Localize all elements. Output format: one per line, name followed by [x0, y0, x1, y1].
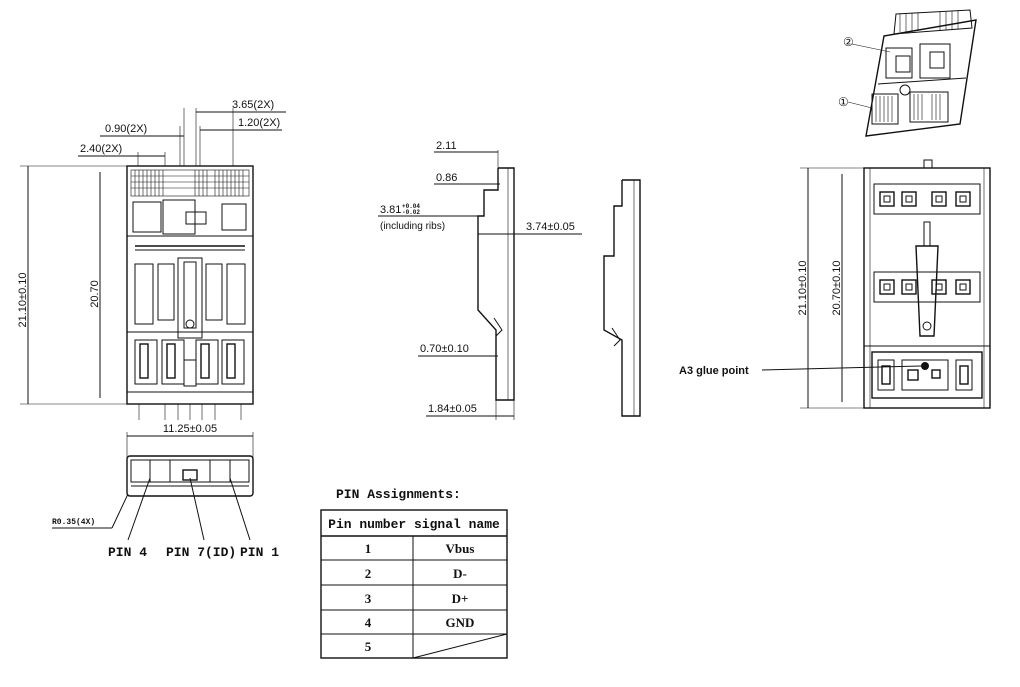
front-hatch-area	[130, 169, 250, 197]
dim-3-81-tol-plus: +0.04	[402, 203, 420, 210]
dim-1-20: 1.20(2X)	[238, 117, 280, 129]
dim-1-84: 1.84±0.05	[428, 403, 477, 415]
pin-row-2-signal: D-	[453, 566, 467, 581]
pin-row-2-pin: 2	[365, 566, 372, 581]
including-ribs-note: (including ribs)	[380, 221, 445, 232]
pin-table-title: PIN Assignments:	[336, 487, 461, 502]
side-view-plain	[603, 179, 641, 417]
dim-3-81: 3.81	[380, 204, 401, 216]
iso-marker-2: ②	[843, 35, 854, 49]
front-extension-lines	[137, 108, 242, 420]
dim-2-40: 2.40(2X)	[80, 143, 122, 155]
pin-row-3-signal: D+	[452, 591, 469, 606]
dim-3-81-tol-minus: -0.02	[402, 209, 420, 216]
front-hatch-lines	[131, 170, 249, 196]
pin-row-4-signal: GND	[446, 615, 475, 630]
iso-marker-1: ①	[838, 95, 849, 109]
pin-5-empty-diagonal	[412, 633, 508, 659]
bottom-view: 11.25±0.05 R0.35(4X) PIN 4 PIN 7(ID) PIN…	[52, 423, 279, 560]
dim-20-70: 20.70	[89, 280, 101, 308]
isometric-view: ② ①	[838, 9, 977, 137]
front-latch-left	[134, 263, 154, 325]
pin-7-label: PIN 7(ID)	[166, 545, 236, 560]
back-body-outline	[863, 167, 991, 409]
glue-point-label: A3 glue point	[679, 365, 749, 377]
dim-21-10: 21.10±0.10	[17, 273, 29, 328]
back-view: A3 glue point 21.10±0.10 20.70±0.10	[679, 159, 991, 409]
pin-row-1-signal: Vbus	[446, 541, 475, 556]
front-block-right	[221, 203, 247, 231]
corner-radius-label: R0.35(4X)	[52, 518, 95, 527]
pin-row-4-pin: 4	[365, 615, 372, 630]
front-block-center	[162, 199, 196, 235]
side-profile-plain	[603, 179, 641, 417]
dim-11-25: 11.25±0.05	[163, 423, 217, 435]
front-latch-right	[226, 263, 246, 325]
dim-3-65: 3.65(2X)	[232, 99, 274, 111]
pin-assignment-table: PIN Assignments: Pin number signal name …	[320, 487, 508, 659]
side-profile	[477, 167, 515, 401]
pin-row-3-pin: 3	[365, 591, 372, 606]
front-latch-center	[177, 257, 203, 339]
back-latch	[915, 245, 939, 337]
side-view-dimensioned: 2.11 0.86 3.81 +0.04 -0.02 (including ri…	[378, 140, 582, 420]
bottom-body-outline	[126, 455, 254, 497]
pin-row-5-pin: 5	[365, 639, 372, 654]
back-dim-21-10: 21.10±0.10	[797, 261, 809, 316]
pin-4-label: PIN 4	[108, 545, 147, 560]
front-view: 3.65(2X) 1.20(2X) 0.90(2X) 2.40(2X) 21.1…	[17, 99, 286, 420]
dim-0-90: 0.90(2X)	[105, 123, 147, 135]
back-pads-middle	[879, 279, 971, 295]
back-dim-20-70: 20.70±0.10	[831, 261, 843, 316]
dim-0-70: 0.70±0.10	[420, 343, 469, 355]
pin-table-header: Pin number signal name	[328, 517, 500, 532]
pin-row-1-pin: 1	[365, 541, 372, 556]
pin-1-label: PIN 1	[240, 545, 279, 560]
front-contact-1	[134, 339, 158, 385]
dim-0-86: 0.86	[436, 172, 457, 184]
back-pads-top	[879, 191, 971, 207]
pin-table-frame	[320, 509, 508, 659]
front-contact-4	[221, 339, 245, 385]
dim-2-11: 2.11	[436, 140, 457, 152]
glue-point-dot	[921, 362, 929, 370]
dim-3-74: 3.74±0.05	[526, 221, 575, 233]
front-block-left	[132, 201, 162, 233]
